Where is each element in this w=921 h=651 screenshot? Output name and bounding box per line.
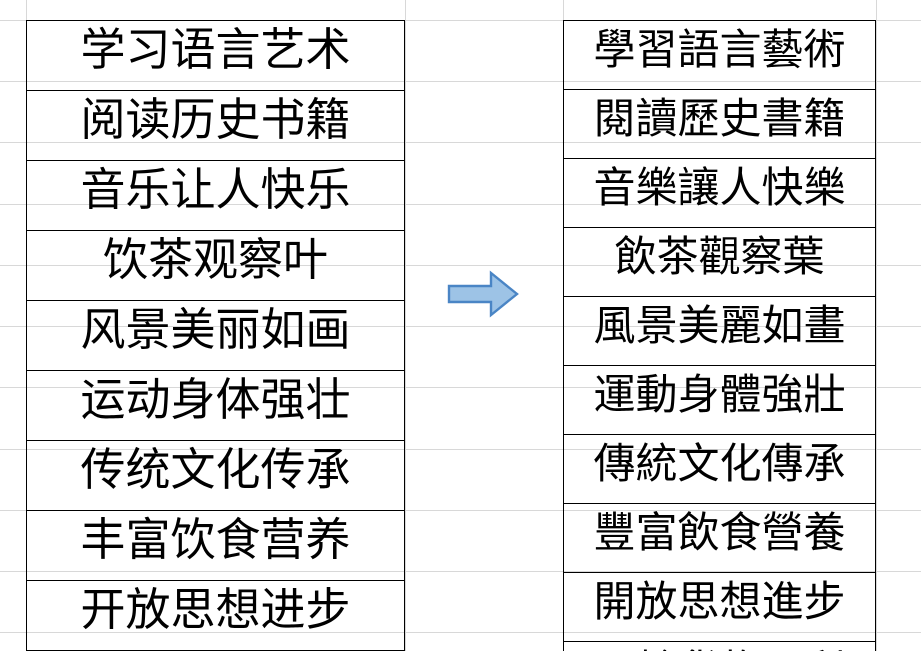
table-row[interactable]: 學習語言藝術 — [563, 20, 876, 90]
simplified-cell[interactable]: 阅读历史书籍 — [26, 90, 405, 161]
traditional-cell[interactable]: 豐富飲食營養 — [563, 503, 876, 573]
cell-text: 開放思想進步 — [593, 577, 846, 626]
table-row[interactable]: 学习语言艺术 — [26, 20, 405, 91]
simplified-cell[interactable]: 学习语言艺术 — [26, 20, 405, 91]
traditional-cell[interactable]: 運動身體強壯 — [563, 365, 876, 435]
traditional-cell[interactable]: 音樂讓人快樂 — [563, 158, 876, 228]
cell-text: 风景美丽如画 — [80, 303, 351, 356]
table-row[interactable]: 開放思想進步 — [563, 572, 876, 642]
cell-text: 丰富饮食营养 — [80, 513, 351, 566]
table-row[interactable]: 閱讀歷史書籍 — [563, 89, 876, 159]
gridline-horizontal — [0, 20, 921, 21]
gridline-horizontal — [0, 81, 921, 82]
gridline-horizontal — [0, 326, 921, 327]
simplified-cell[interactable]: 风景美丽如画 — [26, 300, 405, 371]
table-row[interactable]: 運輸貨物順利 — [563, 641, 876, 651]
gridline-horizontal — [0, 571, 921, 572]
table-row[interactable]: 阅读历史书籍 — [26, 90, 405, 161]
traditional-cell[interactable]: 學習語言藝術 — [563, 20, 876, 90]
traditional-chinese-table[interactable]: 學習語言藝術 閱讀歷史書籍 音樂讓人快樂 飲茶觀察葉 風景美麗如畫 運動身體強壯… — [563, 20, 876, 651]
table-row[interactable]: 音樂讓人快樂 — [563, 158, 876, 228]
table-row[interactable]: 運動身體強壯 — [563, 365, 876, 435]
table-row[interactable]: 运动身体强壮 — [26, 370, 405, 441]
traditional-cell[interactable]: 開放思想進步 — [563, 572, 876, 642]
traditional-cell[interactable]: 風景美麗如畫 — [563, 296, 876, 366]
gridline-horizontal — [0, 510, 921, 511]
cell-text: 音乐让人快乐 — [80, 163, 351, 216]
cell-text: 学习语言艺术 — [80, 23, 351, 76]
traditional-cell[interactable]: 閱讀歷史書籍 — [563, 89, 876, 159]
simplified-cell[interactable]: 饮茶观察叶 — [26, 230, 405, 301]
cell-text: 運動身體強壯 — [593, 370, 846, 419]
cell-text: 學習語言藝術 — [593, 25, 846, 74]
table-row[interactable]: 风景美丽如画 — [26, 300, 405, 371]
cell-text: 开放思想进步 — [80, 583, 351, 636]
cell-text: 閱讀歷史書籍 — [593, 94, 846, 143]
cell-text: 飲茶觀察葉 — [614, 232, 825, 281]
cell-text: 运动身体强壮 — [80, 373, 351, 426]
traditional-cell[interactable]: 飲茶觀察葉 — [563, 227, 876, 297]
table-row[interactable]: 飲茶觀察葉 — [563, 227, 876, 297]
gridline-horizontal — [0, 204, 921, 205]
cell-text: 豐富飲食營養 — [593, 508, 846, 557]
table-row[interactable]: 風景美麗如畫 — [563, 296, 876, 366]
gridline-horizontal — [0, 142, 921, 143]
cell-text: 傳統文化傳承 — [593, 439, 846, 488]
gridline-horizontal — [0, 387, 921, 388]
gridline-vertical — [876, 0, 877, 651]
table-row[interactable]: 傳統文化傳承 — [563, 434, 876, 504]
cell-text: 風景美麗如畫 — [593, 301, 846, 350]
cell-text: 传统文化传承 — [80, 443, 351, 496]
simplified-cell[interactable]: 运动身体强壮 — [26, 370, 405, 441]
right-arrow-icon — [447, 270, 519, 318]
traditional-cell[interactable]: 運輸貨物順利 — [563, 641, 876, 651]
table-row[interactable]: 豐富飲食營養 — [563, 503, 876, 573]
table-row[interactable]: 丰富饮食营养 — [26, 510, 405, 581]
cell-text: 運輸貨物順利 — [593, 642, 845, 651]
simplified-cell[interactable]: 传统文化传承 — [26, 440, 405, 511]
simplified-cell[interactable]: 丰富饮食营养 — [26, 510, 405, 581]
table-row[interactable]: 音乐让人快乐 — [26, 160, 405, 231]
cell-text: 阅读历史书籍 — [80, 93, 351, 146]
table-row[interactable]: 饮茶观察叶 — [26, 230, 405, 301]
table-row[interactable]: 传统文化传承 — [26, 440, 405, 511]
simplified-chinese-table[interactable]: 学习语言艺术 阅读历史书籍 音乐让人快乐 饮茶观察叶 风景美丽如画 运动身体强壮… — [26, 20, 405, 651]
gridline-horizontal — [0, 265, 921, 266]
gridline-horizontal — [0, 632, 921, 633]
traditional-cell[interactable]: 傳統文化傳承 — [563, 434, 876, 504]
simplified-cell[interactable]: 开放思想进步 — [26, 580, 405, 651]
cell-text: 饮茶观察叶 — [102, 233, 328, 286]
cell-text: 音樂讓人快樂 — [593, 163, 846, 212]
table-row[interactable]: 开放思想进步 — [26, 580, 405, 651]
gridline-vertical — [405, 0, 406, 651]
gridline-horizontal — [0, 449, 921, 450]
simplified-cell[interactable]: 音乐让人快乐 — [26, 160, 405, 231]
